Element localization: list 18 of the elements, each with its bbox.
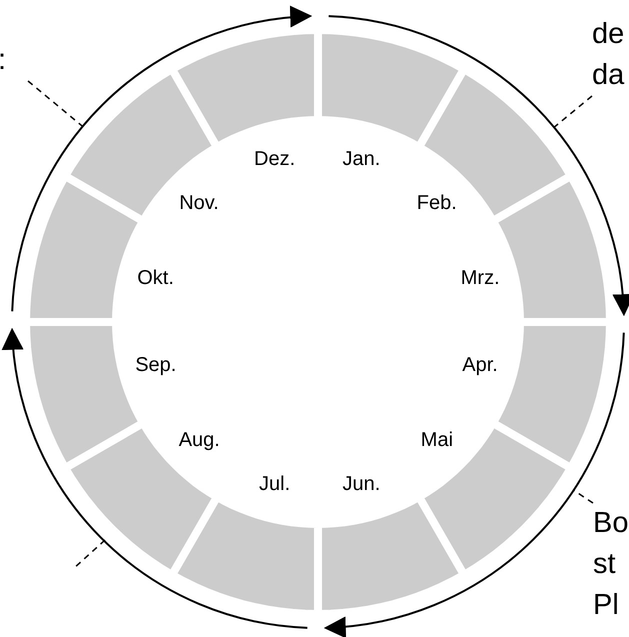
month-label: Okt. [137, 267, 174, 290]
month-label: Sep. [135, 354, 176, 377]
side-note: : [0, 40, 28, 81]
month-label: Jan. [342, 148, 380, 172]
month-label: Dez. [254, 148, 296, 172]
month-label: Mrz. [460, 267, 500, 290]
month-label: Apr. [462, 354, 498, 377]
leader-line [573, 490, 594, 504]
month-label: Feb. [416, 192, 457, 215]
side-note: Bo st Pl [593, 503, 629, 626]
month-label: Jul. [259, 472, 290, 496]
leader-line [554, 95, 592, 128]
month-label: Nov. [179, 192, 219, 215]
month-label: Mai [420, 429, 454, 452]
month-label: Jun. [342, 472, 380, 496]
month-label: Aug. [178, 429, 220, 452]
side-note: de da [592, 14, 629, 96]
leader-line [28, 80, 84, 127]
